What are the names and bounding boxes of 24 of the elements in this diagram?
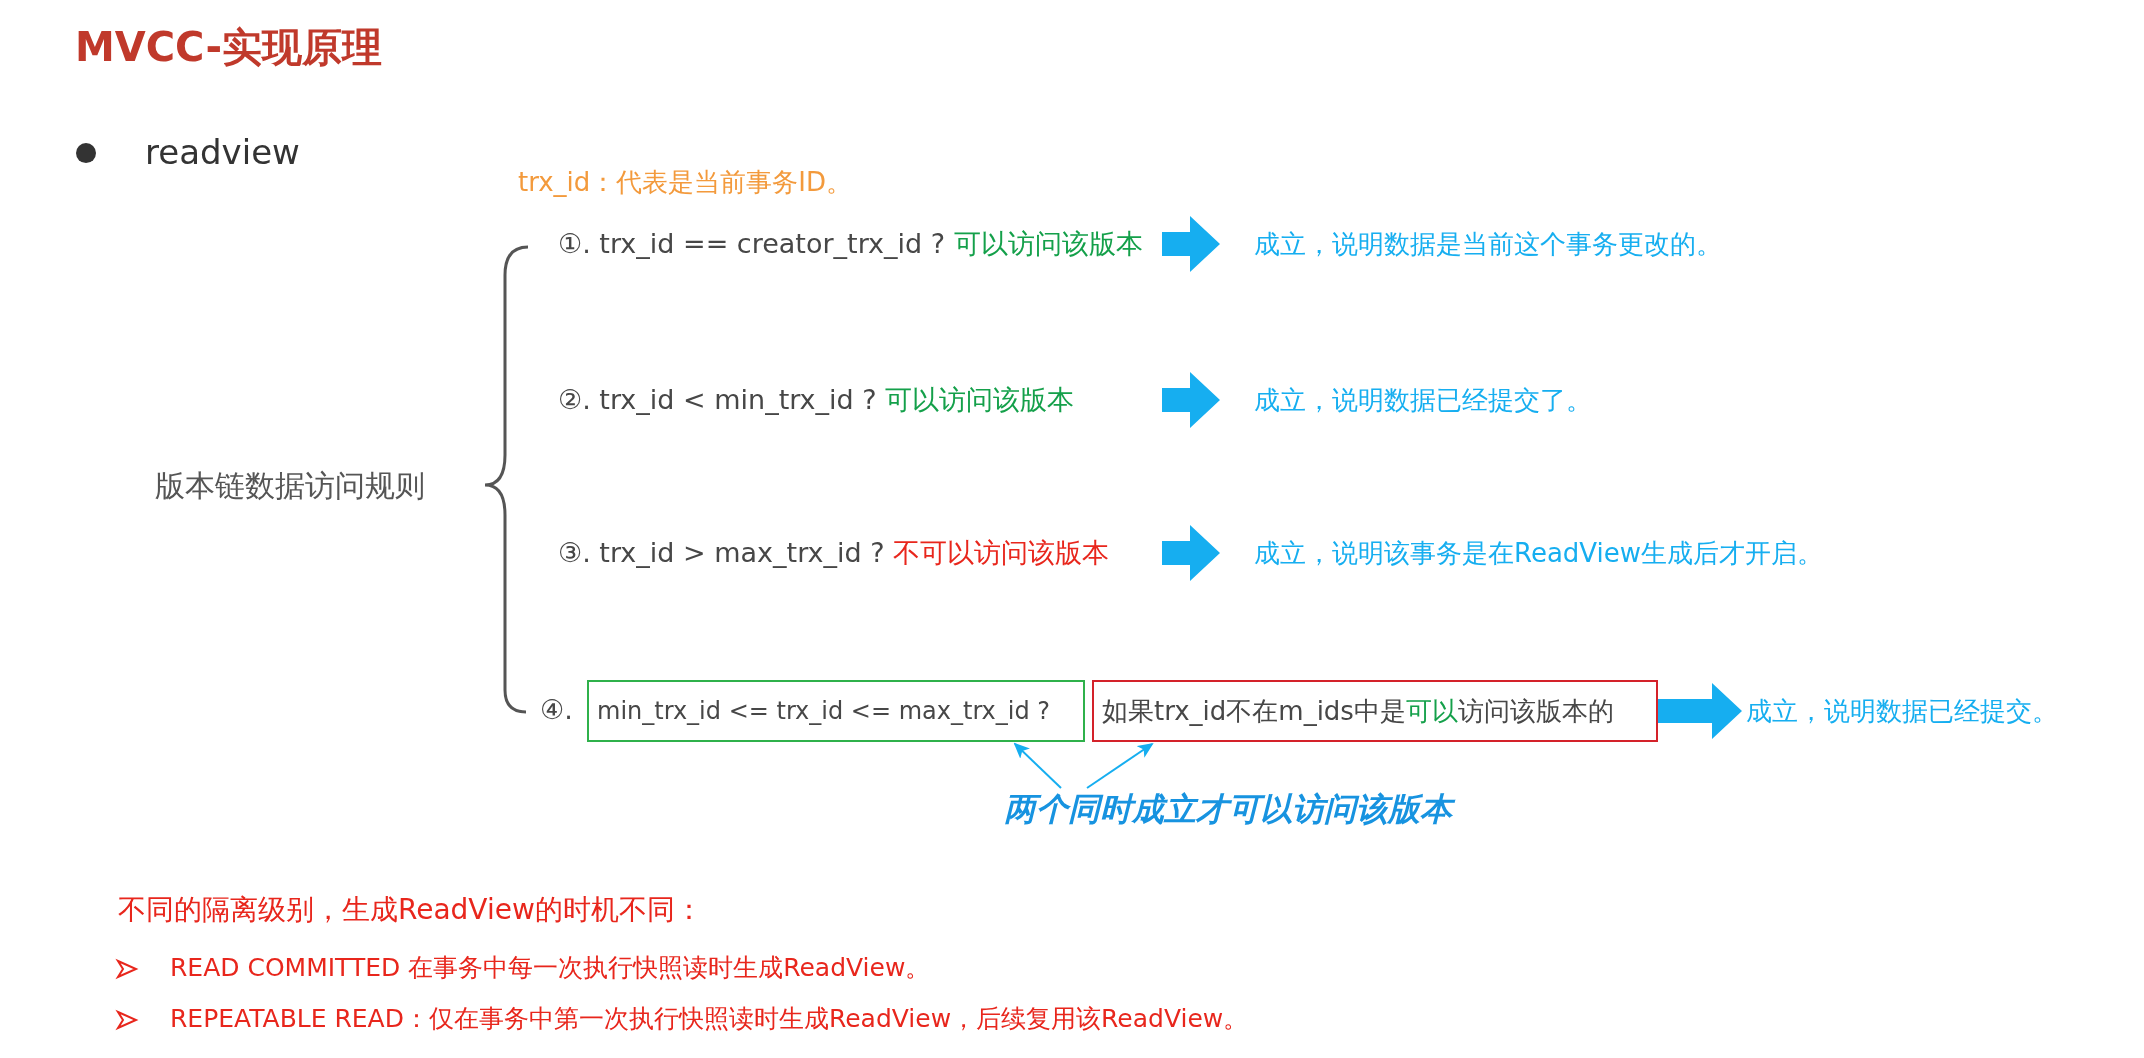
item-number: ④. [540,693,573,727]
result-text: 成立，说明数据已经提交。 [1742,680,2122,742]
block-arrow [1162,372,1220,428]
condition-box: min_trx_id <= trx_id <= max_trx_id ? [587,680,1085,742]
block-arrow [1162,216,1220,272]
rule-heading: 版本链数据访问规则 [155,467,425,505]
section-heading: 不同的隔离级别，生成ReadView的时机不同： [118,892,703,928]
list-item: READ COMMITTED 在事务中每一次执行快照读时生成ReadView。 [170,952,931,984]
result-text: 成立，说明数据是当前这个事务更改的。 [1220,222,1780,266]
block-arrow [1162,525,1220,581]
list-item: REPEATABLE READ：仅在事务中第一次执行快照读时生成ReadView，后续复用该ReadView。 [170,1003,1249,1035]
arrow [1013,742,1062,789]
note-text: 两个同时成立才可以访问该版本 [961,786,1494,834]
bullet-text: readview [145,131,300,174]
rule-text: ②. trx_id < min_trx_id ? 可以访问该版本 [558,378,1162,422]
block-arrow [1658,683,1742,739]
title: MVCC-实现原理 [75,23,382,72]
condition-box: 如果trx_id不在m_ids中是可以访问该版本的 [1092,680,1658,742]
arrow [1086,742,1154,789]
note-text: trx_id：代表是当前事务ID。 [518,166,852,199]
rule-text: ①. trx_id == creator_trx_id ? 可以访问该版本 [558,222,1162,266]
result-text: 成立，说明数据已经提交了。 [1220,378,1720,422]
rule-text: ③. trx_id > max_trx_id ? 不可以访问该版本 [558,531,1162,575]
result-text: 成立，说明该事务是在ReadView生成后才开启。 [1220,531,1900,575]
